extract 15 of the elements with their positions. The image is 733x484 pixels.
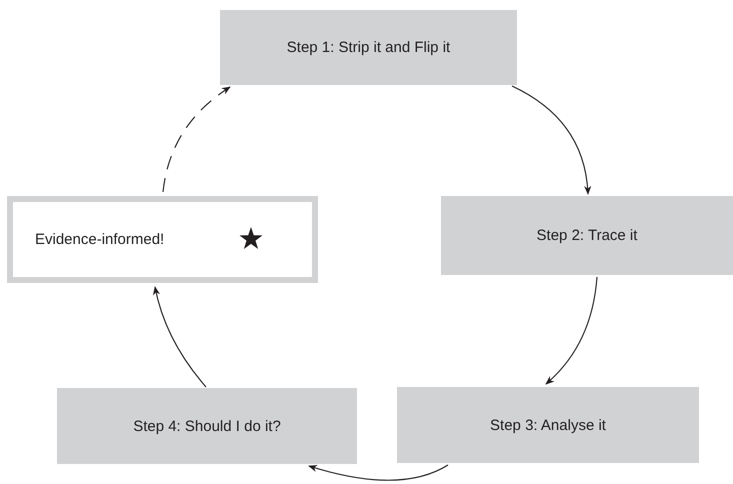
step-box bbox=[57, 388, 357, 464]
step-box bbox=[397, 387, 699, 463]
outcome-box bbox=[7, 196, 318, 283]
step-box bbox=[220, 10, 517, 85]
step-label: Step 2: Trace it bbox=[536, 227, 638, 244]
arrow bbox=[162, 86, 231, 192]
arrow bbox=[545, 276, 598, 385]
arrow bbox=[512, 86, 591, 195]
arrow bbox=[308, 464, 448, 481]
step-label: Step 1: Strip it and Flip it bbox=[286, 39, 450, 56]
step-label: Step 4: Should I do it? bbox=[133, 418, 281, 434]
step-label: Step 3: Analyse it bbox=[490, 416, 606, 434]
step-label: Evidence-informed! bbox=[35, 231, 164, 248]
arrow bbox=[153, 286, 206, 388]
step-box bbox=[441, 196, 733, 275]
